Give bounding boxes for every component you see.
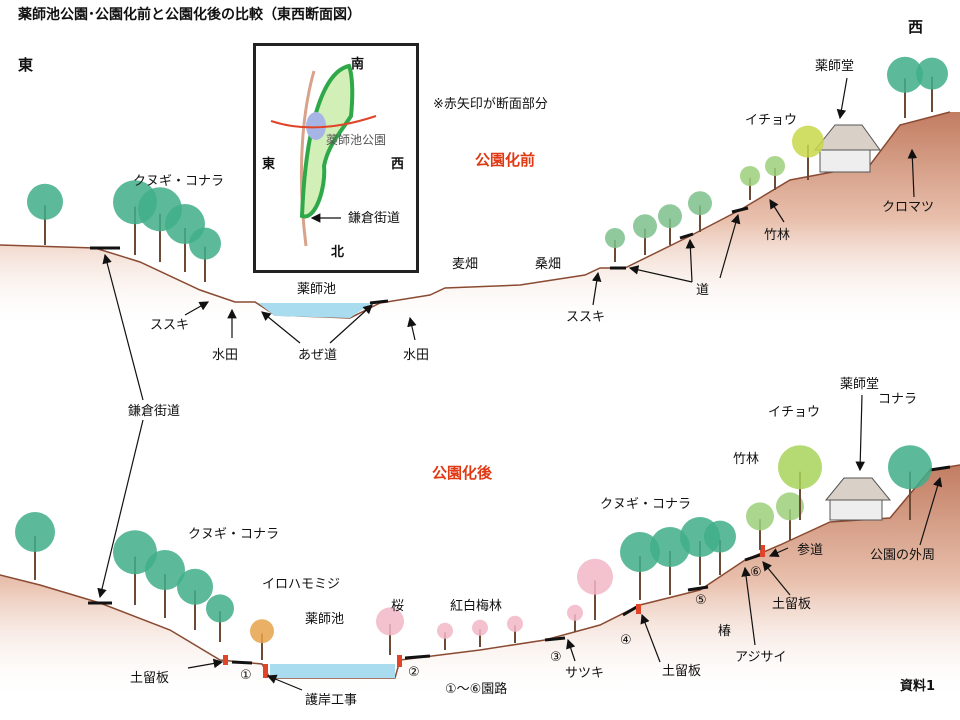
label: 土留板 bbox=[662, 664, 702, 679]
label: ② bbox=[408, 665, 420, 680]
label: コナラ bbox=[878, 392, 918, 407]
map-drawing bbox=[270, 63, 377, 247]
label: 護岸工事 bbox=[305, 693, 358, 708]
tree-crown bbox=[472, 619, 488, 636]
tree-crown bbox=[605, 228, 625, 248]
label: 麦畑 bbox=[452, 257, 479, 272]
terrain-before bbox=[0, 112, 960, 330]
page-title: 薬師池公園･公園化前と公園化後の比較（東西断面図） bbox=[18, 7, 361, 23]
tree-crown bbox=[916, 57, 948, 90]
map-park-label: 薬師池公園 bbox=[326, 133, 387, 147]
tree-crown bbox=[189, 227, 221, 260]
tree-crown bbox=[633, 214, 657, 239]
label: 土留板 bbox=[772, 597, 812, 612]
direction-west: 西 bbox=[908, 18, 924, 36]
label: 公園の外周 bbox=[870, 548, 936, 563]
tree-crown bbox=[740, 166, 760, 186]
pond-after bbox=[270, 664, 395, 678]
map-south: 南 bbox=[351, 57, 365, 72]
label: 紅白梅林 bbox=[450, 599, 503, 614]
label: クヌギ・コナラ bbox=[600, 497, 692, 512]
tree-crown bbox=[250, 619, 274, 644]
label: サツキ bbox=[565, 666, 605, 681]
label: 水田 bbox=[403, 348, 430, 363]
label: ⑥ bbox=[750, 565, 762, 580]
label: クロマツ bbox=[882, 200, 935, 215]
tree-crown bbox=[206, 594, 234, 623]
tree-crown bbox=[888, 445, 932, 490]
tree-crown bbox=[658, 204, 682, 229]
label: 道 bbox=[696, 283, 710, 298]
tree-crown bbox=[507, 615, 523, 632]
tree-crown bbox=[437, 622, 453, 639]
tree-crown bbox=[376, 607, 404, 636]
tree-crown bbox=[688, 191, 712, 216]
label-kamakura-kaido: 鎌倉街道 bbox=[128, 404, 181, 419]
label: あぜ道 bbox=[298, 348, 338, 363]
map-road-label: 鎌倉街道 bbox=[348, 211, 401, 226]
tree-crown bbox=[746, 502, 774, 531]
yakushido-after bbox=[824, 477, 892, 521]
label: ④ bbox=[620, 633, 632, 648]
label: 薬師堂 bbox=[840, 377, 880, 392]
label: 椿 bbox=[718, 624, 732, 639]
map-west: 西 bbox=[391, 157, 405, 172]
map-north: 北 bbox=[331, 245, 345, 260]
tree-crown bbox=[887, 56, 923, 93]
label: 竹林 bbox=[764, 228, 791, 243]
tree-crown bbox=[577, 558, 613, 595]
label: アジサイ bbox=[735, 650, 787, 665]
label: ススキ bbox=[150, 318, 190, 333]
label: クヌギ・コナラ bbox=[188, 527, 280, 542]
location-map: 南 薬師池公園 東 西 鎌倉街道 北 bbox=[253, 43, 419, 273]
label: ススキ bbox=[566, 310, 606, 325]
tree-crown bbox=[776, 492, 804, 521]
tree-crown bbox=[113, 530, 157, 575]
tree-crown bbox=[145, 550, 185, 590]
document-label: 資料1 bbox=[900, 679, 936, 694]
label: 薬師池 bbox=[305, 612, 345, 627]
tree-crown bbox=[15, 512, 55, 552]
tree-crown bbox=[704, 520, 736, 553]
label: イロハモミジ bbox=[262, 577, 341, 592]
map-east: 東 bbox=[262, 157, 276, 172]
tree-crown bbox=[177, 568, 213, 605]
label: 薬師堂 bbox=[815, 59, 855, 74]
tree-crown bbox=[567, 604, 583, 621]
label: 土留板 bbox=[130, 671, 170, 686]
yakushido-before bbox=[813, 124, 881, 173]
heading-before: 公園化前 bbox=[475, 151, 536, 169]
tree-crown bbox=[778, 445, 822, 490]
label: ③ bbox=[550, 650, 562, 665]
label: ①～⑥園路 bbox=[445, 682, 508, 697]
label: 薬師池 bbox=[297, 282, 337, 297]
label: 桜 bbox=[391, 599, 405, 614]
label: ① bbox=[240, 668, 252, 683]
label: 参道 bbox=[797, 543, 824, 558]
label: クヌギ・コナラ bbox=[133, 174, 225, 189]
label: 竹林 bbox=[733, 452, 760, 467]
note: ※赤矢印が断面部分 bbox=[433, 97, 548, 112]
tree-crown bbox=[792, 125, 824, 158]
label: イチョウ bbox=[768, 405, 821, 420]
tree-crown bbox=[765, 156, 785, 176]
tree-crown bbox=[27, 183, 63, 220]
tree-crown bbox=[620, 532, 660, 572]
label: ⑤ bbox=[695, 593, 707, 608]
direction-east: 東 bbox=[18, 56, 34, 74]
terrain-after bbox=[0, 465, 960, 700]
heading-after: 公園化後 bbox=[432, 464, 493, 482]
label: 水田 bbox=[212, 348, 239, 363]
pond-before bbox=[258, 303, 372, 318]
label: イチョウ bbox=[745, 113, 798, 128]
label: 桑畑 bbox=[535, 257, 562, 272]
